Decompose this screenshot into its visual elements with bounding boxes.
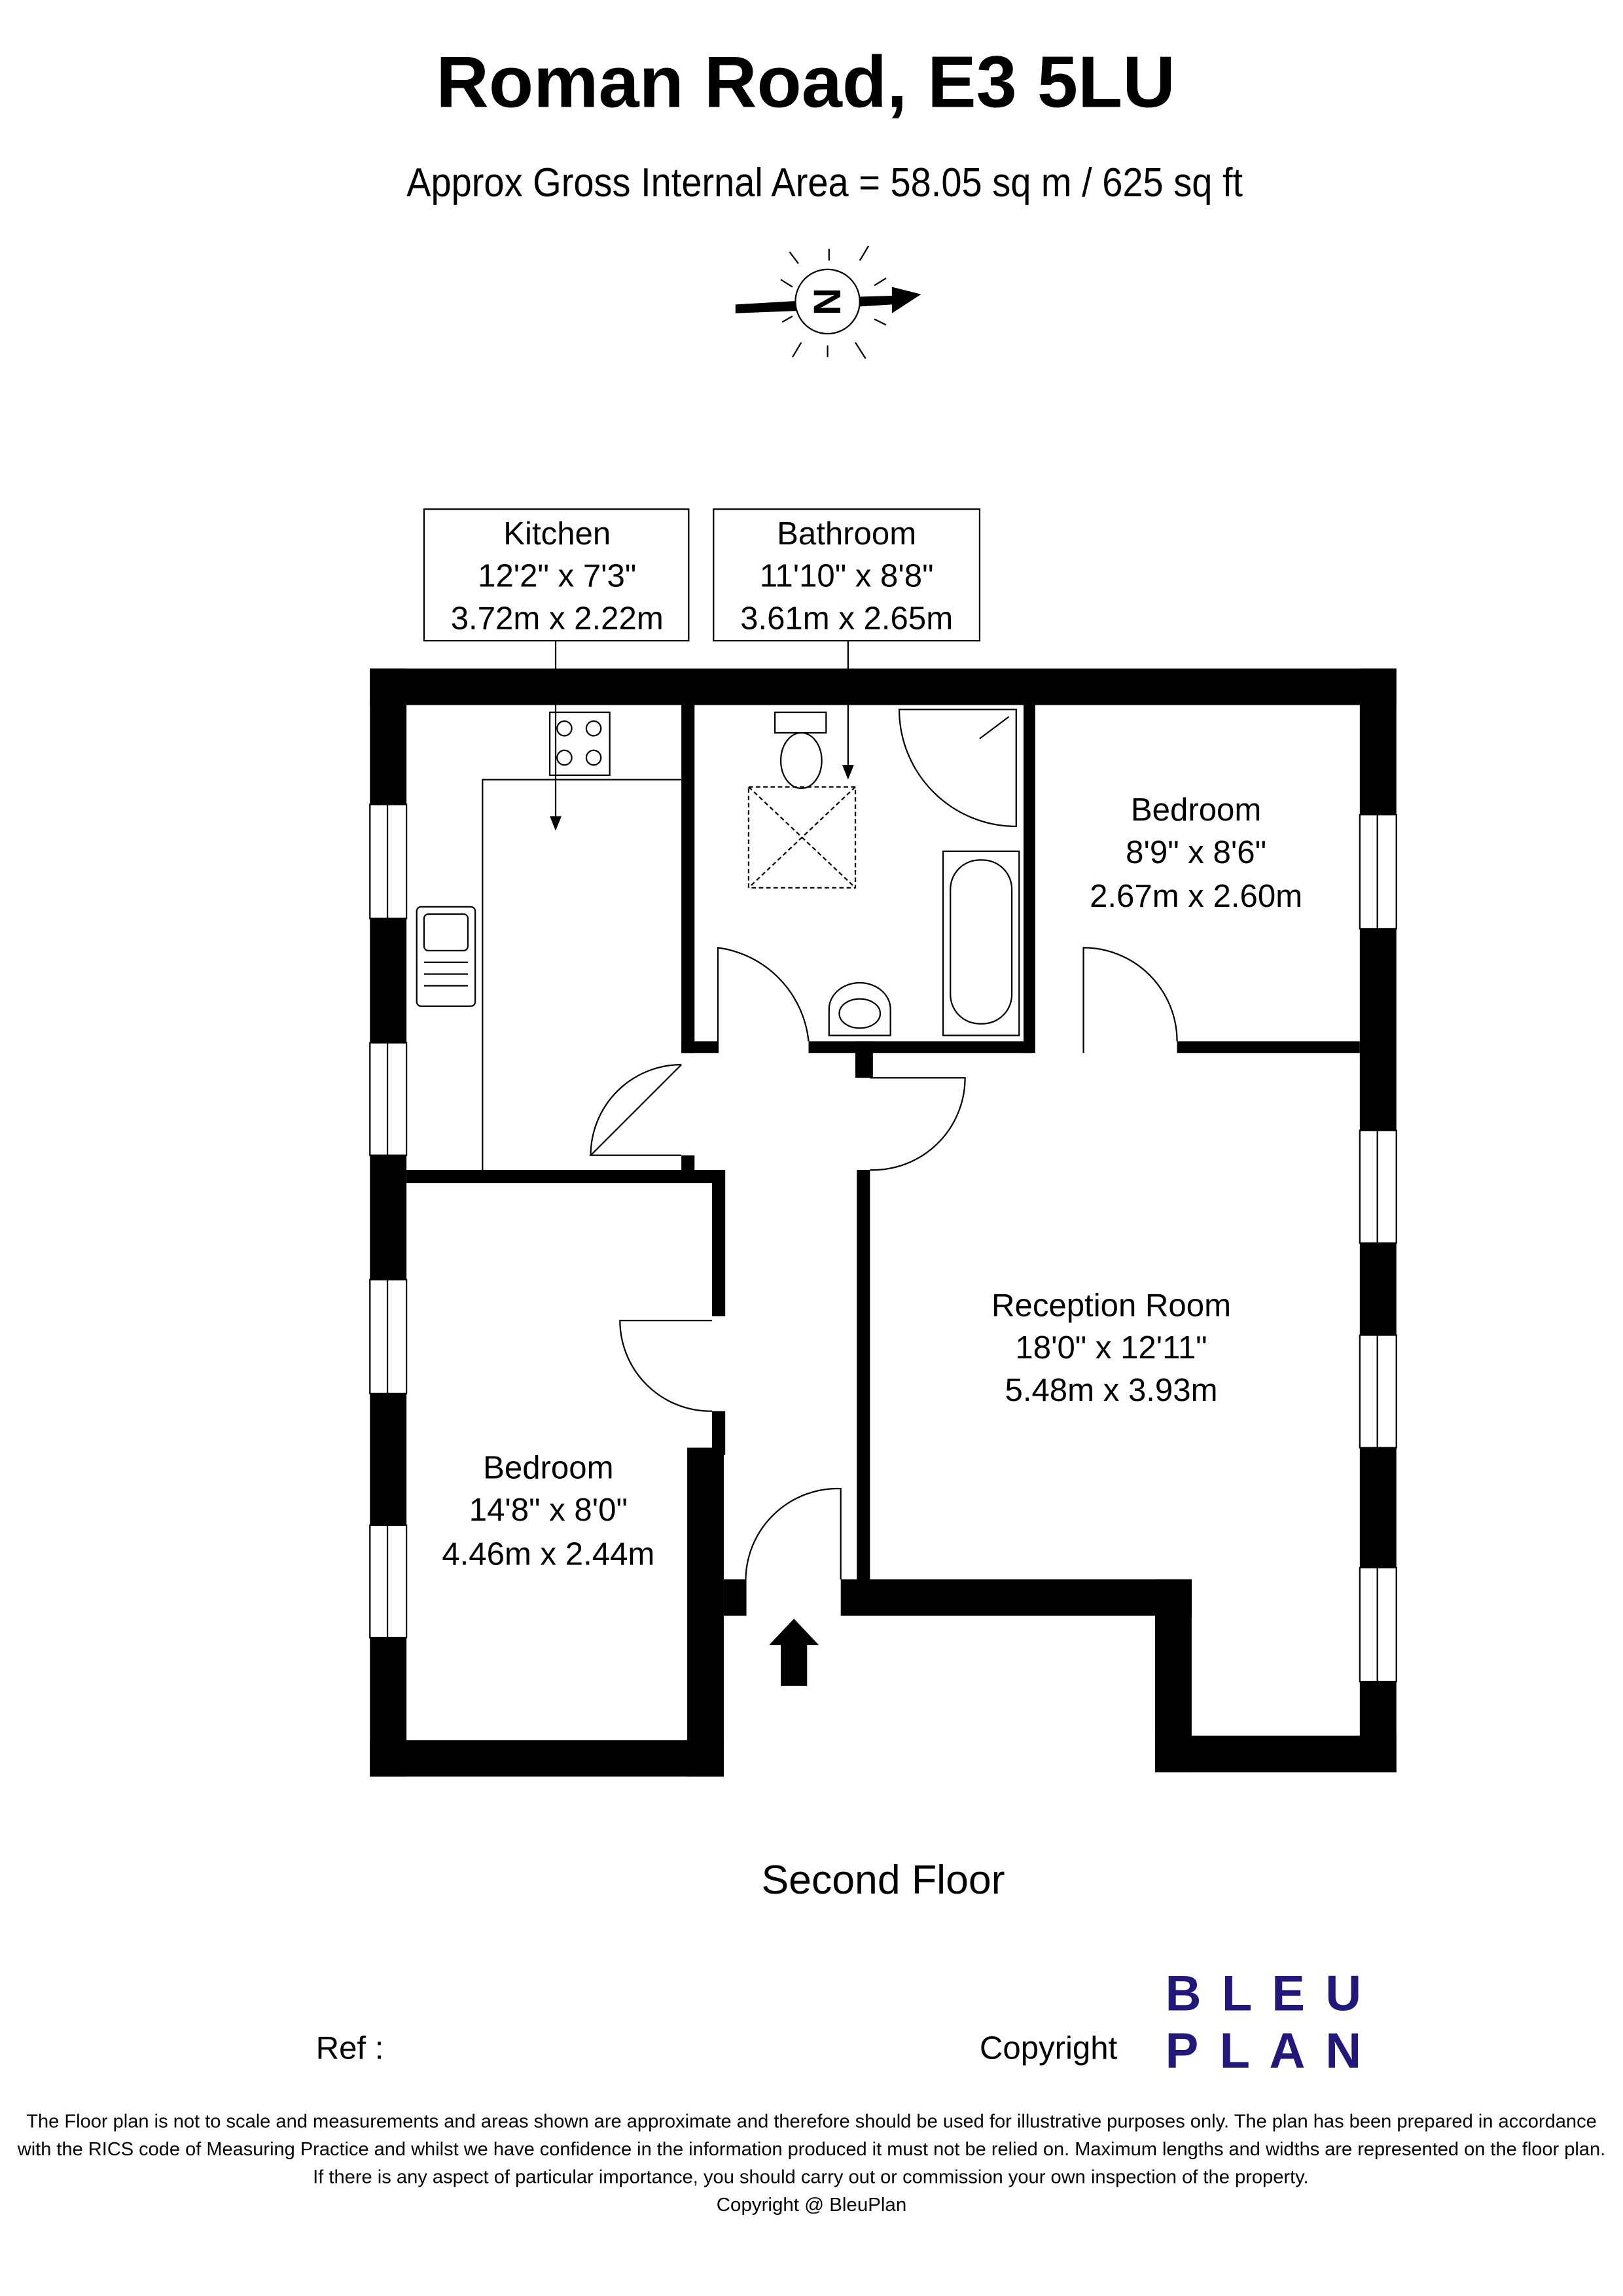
svg-text:Bedroom: Bedroom xyxy=(1131,792,1261,828)
svg-text:11'10" x 8'8": 11'10" x 8'8" xyxy=(760,559,934,594)
property-title: Roman Road, E3 5LU xyxy=(436,41,1175,123)
svg-text:4.46m x 2.44m: 4.46m x 2.44m xyxy=(442,1536,654,1572)
doors xyxy=(588,947,1178,1616)
svg-text:If there is any aspect of part: If there is any aspect of particular imp… xyxy=(313,2166,1309,2187)
svg-text:with the RICS code of Measurin: with the RICS code of Measuring Practice… xyxy=(17,2139,1605,2160)
gross-area: Approx Gross Internal Area = 58.05 sq m … xyxy=(406,160,1243,205)
svg-text:18'0" x 12'11": 18'0" x 12'11" xyxy=(1015,1330,1207,1366)
svg-text:2.67m x 2.60m: 2.67m x 2.60m xyxy=(1090,879,1302,914)
floor-label: Second Floor xyxy=(761,1857,1005,1903)
svg-text:The Floor plan is not to scale: The Floor plan is not to scale and measu… xyxy=(26,2111,1597,2132)
kitchen-label-box: Kitchen 12'2" x 7'3" 3.72m x 2.22m xyxy=(423,508,690,831)
copyright-label: Copyright xyxy=(980,2030,1118,2066)
kitchen-fixtures xyxy=(416,711,682,1171)
svg-text:Kitchen: Kitchen xyxy=(503,516,611,552)
svg-text:B L E U: B L E U xyxy=(1166,1966,1361,2022)
windows xyxy=(369,804,1397,1683)
bathroom-label-box: Bathroom 11'10" x 8'8" 3.61m x 2.65m xyxy=(713,508,981,780)
svg-text:Bedroom: Bedroom xyxy=(483,1450,613,1485)
exterior-walls xyxy=(370,668,1397,1777)
ref-label: Ref : xyxy=(316,2030,384,2066)
svg-text:14'8" x 8'0": 14'8" x 8'0" xyxy=(469,1492,628,1528)
svg-text:8'9" x 8'6": 8'9" x 8'6" xyxy=(1126,835,1266,870)
bleuplan-logo: B L E U P L A N xyxy=(1166,1966,1361,2079)
svg-text:3.72m x 2.22m: 3.72m x 2.22m xyxy=(451,601,664,636)
bathroom-fixtures xyxy=(747,709,1020,1036)
svg-text:Copyright @ BleuPlan: Copyright @ BleuPlan xyxy=(717,2195,906,2216)
interior-walls xyxy=(406,705,1360,1587)
svg-text:N: N xyxy=(806,288,849,315)
svg-text:3.61m x 2.65m: 3.61m x 2.65m xyxy=(740,601,953,636)
entrance-arrow-icon xyxy=(769,1618,819,1686)
svg-text:12'2" x 7'3": 12'2" x 7'3" xyxy=(478,559,636,594)
bedroom-label: Bedroom 8'9" x 8'6" 2.67m x 2.60m xyxy=(1090,792,1302,914)
reception-room-label: Reception Room 18'0" x 12'11" 5.48m x 3.… xyxy=(991,1288,1231,1408)
svg-text:Bathroom: Bathroom xyxy=(777,516,916,552)
svg-text:P L A N: P L A N xyxy=(1166,2023,1361,2079)
svg-text:5.48m x 3.93m: 5.48m x 3.93m xyxy=(1005,1373,1218,1408)
disclaimer: The Floor plan is not to scale and measu… xyxy=(17,2111,1605,2215)
svg-text:Reception Room: Reception Room xyxy=(991,1288,1231,1323)
north-compass-icon: N xyxy=(735,245,921,359)
bedroom-2-label: Bedroom 14'8" x 8'0" 4.46m x 2.44m xyxy=(442,1450,654,1572)
